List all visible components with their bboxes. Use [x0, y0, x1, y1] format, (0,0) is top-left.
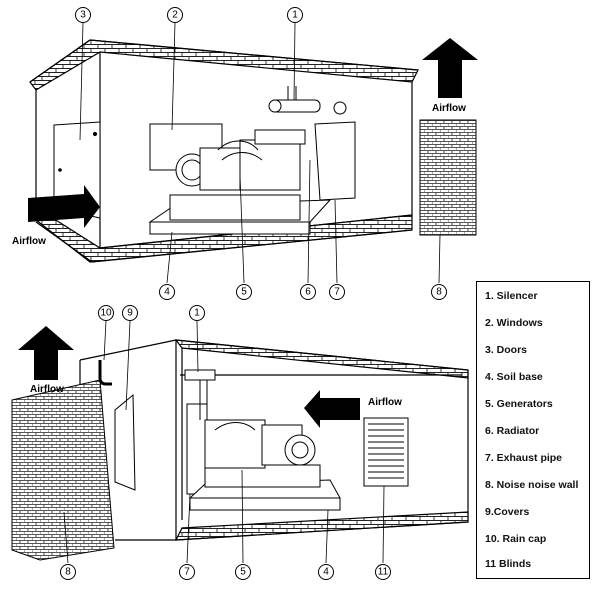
- svg-text:6: 6: [305, 287, 311, 298]
- top-airflow-up-arrow: [422, 38, 478, 98]
- bottom-cover: [114, 393, 136, 491]
- svg-text:3: 3: [80, 10, 86, 21]
- legend-item-blinds: 11 Blinds: [485, 558, 532, 570]
- top-exhaust-airflow-label: Airflow: [432, 103, 466, 114]
- svg-text:4: 4: [323, 567, 329, 578]
- svg-text:1: 1: [194, 308, 200, 319]
- svg-text:10: 10: [100, 308, 112, 319]
- top-leaders: [79, 22, 441, 284]
- bottom-airflow-in-arrow: [304, 390, 360, 428]
- svg-text:4: 4: [164, 287, 170, 298]
- bottom-room: [79, 339, 469, 541]
- bottom-callout-9: 9: [122, 305, 138, 321]
- legend-item-radiator: 6. Radiator: [485, 425, 540, 437]
- top-callout-2: 2: [167, 7, 183, 23]
- svg-text:1: 1: [292, 10, 298, 21]
- legend-item-exhaust-pipe: 7. Exhaust pipe: [485, 452, 563, 464]
- top-intake-airflow-label: Airflow: [12, 236, 46, 247]
- top-airflow-in-arrow: [28, 185, 100, 228]
- bottom-callout-5: 5: [235, 564, 251, 580]
- svg-text:8: 8: [65, 567, 71, 578]
- bottom-rain-cap: [98, 360, 112, 386]
- bottom-intake-airflow-label: Airflow: [368, 397, 402, 408]
- bottom-blinds: [363, 417, 409, 487]
- legend-item-silencer: 1. Silencer: [485, 290, 538, 302]
- bottom-callout-4: 4: [318, 564, 334, 580]
- legend-item-noise-wall: 8. Noise noise wall: [485, 479, 579, 491]
- bottom-generator: [184, 369, 341, 511]
- bottom-leaders: [63, 320, 385, 564]
- bottom-radiator: [186, 403, 208, 495]
- legend: 1. Silencer 2. Windows 3. Doors 4. Soil …: [476, 281, 590, 579]
- top-room: [29, 39, 419, 263]
- bottom-callout-8: 8: [60, 564, 76, 580]
- bottom-callout-7: 7: [179, 564, 195, 580]
- svg-text:7: 7: [334, 287, 340, 298]
- legend-item-soil-base: 4. Soil base: [485, 371, 543, 383]
- bottom-floor: [174, 511, 469, 541]
- svg-text:9: 9: [127, 308, 133, 319]
- svg-text:5: 5: [240, 567, 246, 578]
- svg-text:5: 5: [241, 287, 247, 298]
- top-callout-7: 7: [329, 284, 345, 300]
- bottom-noise-wall: [11, 379, 115, 561]
- top-callout-1: 1: [287, 7, 303, 23]
- top-callout-4: 4: [159, 284, 175, 300]
- bottom-callout-10: 10: [98, 305, 114, 321]
- top-callout-5: 5: [236, 284, 252, 300]
- bottom-back-wall-top: [174, 339, 469, 379]
- svg-text:11: 11: [378, 567, 389, 578]
- legend-item-windows: 2. Windows: [485, 317, 543, 329]
- legend-item-doors: 3. Doors: [485, 344, 528, 356]
- legend-item-rain-cap: 10. Rain cap: [485, 533, 547, 545]
- legend-item-covers: 9.Covers: [485, 506, 530, 518]
- top-callout-3: 3: [75, 7, 91, 23]
- top-callout-8: 8: [431, 284, 447, 300]
- bottom-airflow-up-arrow: [18, 326, 74, 380]
- svg-text:8: 8: [436, 287, 442, 298]
- svg-text:7: 7: [184, 567, 190, 578]
- bottom-callout-11: 11: [375, 564, 391, 580]
- svg-text:2: 2: [172, 10, 178, 21]
- bottom-callout-1: 1: [189, 305, 205, 321]
- top-callout-6: 6: [300, 284, 316, 300]
- top-generator: [148, 86, 347, 235]
- top-noise-wall: [419, 119, 477, 236]
- bottom-exhaust-airflow-label: Airflow: [30, 384, 64, 395]
- legend-item-generators: 5. Generators: [485, 398, 553, 410]
- top-radiator-cover: [314, 121, 356, 201]
